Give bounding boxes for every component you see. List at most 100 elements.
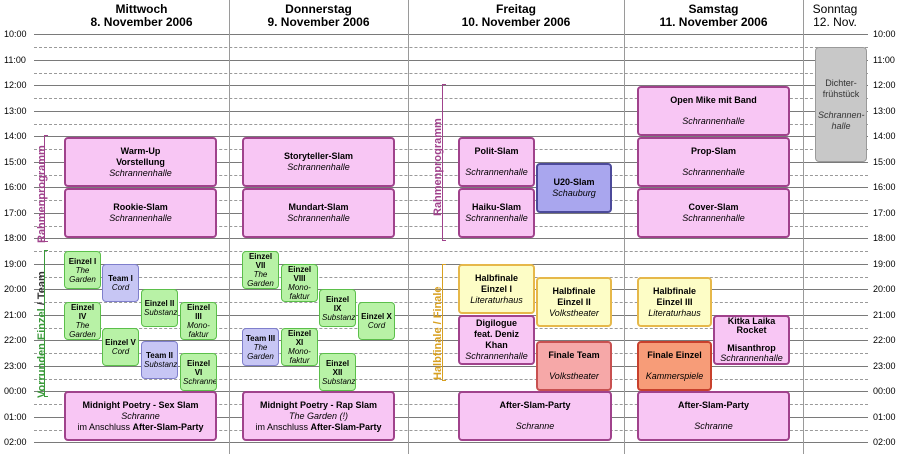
- hour-label-left: 19:00: [4, 259, 27, 269]
- hour-label-right: 10:00: [873, 29, 896, 39]
- event-mundart[interactable]: Mundart-Slam Schrannenhalle: [242, 188, 395, 238]
- event-einzel-3[interactable]: Einzel III Mono- faktur: [180, 302, 217, 340]
- event-team-3[interactable]: Team III The Garden: [242, 328, 279, 366]
- half-hour-line: [34, 73, 868, 74]
- event-title: Haiku-Slam: [471, 202, 522, 212]
- event-title: Prop-Slam: [690, 146, 736, 156]
- half-hour-line: [34, 328, 868, 329]
- event-title: Einzel IV: [70, 303, 95, 321]
- hour-label-right: 01:00: [873, 412, 896, 422]
- half-hour-line: [34, 404, 868, 405]
- event-kitka-laika[interactable]: Kitka Laika Rocket Misanthrop Schrannenh…: [713, 315, 790, 365]
- event-venue: The Garden: [247, 342, 274, 361]
- weekday: Freitag: [495, 2, 536, 16]
- event-extra: im Anschluss After-Slam-Party: [68, 422, 213, 433]
- event-venue: Kammerspiele: [645, 371, 704, 381]
- hour-line: [34, 417, 868, 418]
- event-title: Storyteller-Slam: [283, 151, 354, 161]
- date: 8. November 2006: [90, 15, 193, 29]
- hour-label-left: 11:00: [4, 55, 26, 65]
- event-title: Halbfinale Einzel III: [652, 285, 696, 307]
- event-title: Einzel XI: [287, 329, 312, 347]
- event-prop-slam[interactable]: Prop-Slam Schrannenhalle: [637, 137, 790, 187]
- event-einzel-6[interactable]: Einzel VI Schranne: [180, 353, 217, 391]
- hour-label-right: 16:00: [873, 182, 896, 192]
- event-einzel-10[interactable]: Einzel X Cord: [358, 302, 395, 340]
- event-haiku-slam[interactable]: Haiku-Slam Schrannenhalle: [458, 188, 535, 238]
- hour-line: [34, 85, 868, 86]
- event-venue: Schrannenhalle: [287, 213, 350, 223]
- event-storyteller[interactable]: Storyteller-Slam Schrannenhalle: [242, 137, 395, 187]
- hour-line: [34, 111, 868, 112]
- event-digilogue[interactable]: Digilogue feat. Deniz Khan Schrannenhall…: [458, 315, 535, 365]
- event-einzel-5[interactable]: Einzel V Cord: [102, 328, 139, 366]
- hour-label-left: 01:00: [4, 412, 27, 422]
- event-einzel-4[interactable]: Einzel IV The Garden: [64, 302, 101, 340]
- hour-line: [34, 34, 868, 35]
- event-rookie[interactable]: Rookie-Slam Schrannenhalle: [64, 188, 217, 238]
- event-venue: Mono- faktur: [187, 321, 210, 339]
- hour-line: [34, 213, 868, 214]
- event-title: Midnight Poetry - Rap Slam: [259, 399, 377, 410]
- hour-label-right: 02:00: [873, 437, 896, 447]
- hour-line: [34, 366, 868, 367]
- event-team-1[interactable]: Team I Cord: [102, 264, 139, 302]
- event-warmup[interactable]: Warm-Up Vorstellung Schrannenhalle: [64, 137, 217, 187]
- hour-label-right: 18:00: [873, 233, 896, 243]
- section-bracket: [442, 84, 446, 241]
- event-venue: Schrannenhalle: [109, 167, 172, 178]
- weekday: Mittwoch: [115, 2, 168, 16]
- event-halbfinale-3[interactable]: Halbfinale Einzel III Literaturhaus: [637, 277, 712, 327]
- event-title: Digilogue feat. Deniz Khan: [473, 318, 519, 350]
- event-title: Einzel XII: [325, 358, 350, 377]
- event-open-mike[interactable]: Open Mike mit Band Schrannenhalle: [637, 86, 790, 136]
- hour-label-right: 11:00: [873, 55, 895, 65]
- event-einzel-7[interactable]: Einzel VII The Garden: [242, 251, 279, 289]
- event-title: Einzel VI: [186, 358, 211, 377]
- event-polit-slam[interactable]: Polit-Slam Schrannenhalle: [458, 137, 535, 187]
- event-einzel-1[interactable]: Einzel I The Garden: [64, 251, 101, 289]
- event-venue: Literaturhaus: [648, 307, 701, 318]
- event-venue: Cord: [111, 347, 130, 356]
- event-finale-team[interactable]: Finale Team Volkstheater: [536, 341, 612, 391]
- hour-line: [34, 315, 868, 316]
- event-einzel-2[interactable]: Einzel II Substanz: [141, 289, 178, 327]
- event-einzel-12[interactable]: Einzel XII Substanz: [319, 353, 356, 391]
- event-after-slam-party-fr[interactable]: After-Slam-Party Schranne: [458, 391, 612, 441]
- section-bracket: [44, 135, 48, 242]
- event-dichterfruehstueck[interactable]: Dichter- frühstück Schrannen- halle: [815, 47, 867, 162]
- event-after-slam-party-sa[interactable]: After-Slam-Party Schranne: [637, 391, 790, 441]
- hour-label-left: 13:00: [4, 106, 27, 116]
- hour-label-left: 10:00: [4, 29, 27, 39]
- half-hour-line: [34, 379, 868, 380]
- event-team-2[interactable]: Team II Substanz: [141, 341, 178, 379]
- hour-label-left: 22:00: [4, 335, 27, 345]
- hour-label-left: 23:00: [4, 361, 27, 371]
- hour-line: [34, 340, 868, 341]
- hour-label-left: 21:00: [4, 310, 27, 320]
- hour-line: [34, 238, 868, 239]
- event-einzel-11[interactable]: Einzel XI Mono- faktur: [281, 328, 318, 366]
- event-title: U20-Slam: [553, 177, 595, 187]
- event-title: Halbfinale Einzel I: [474, 272, 518, 294]
- hour-line: [34, 187, 868, 188]
- half-hour-line: [34, 47, 868, 48]
- event-halbfinale-1[interactable]: Halbfinale Einzel I Literaturhaus: [458, 264, 535, 314]
- event-cover-slam[interactable]: Cover-Slam Schrannenhalle: [637, 188, 790, 238]
- event-title: Halbfinale Einzel II: [552, 285, 596, 307]
- event-finale-einzel[interactable]: Finale Einzel Kammerspiele: [637, 341, 712, 391]
- event-einzel-9[interactable]: Einzel IX Substanz: [319, 289, 356, 327]
- extra-prefix: im Anschluss: [255, 421, 311, 432]
- event-midnight-sex-slam[interactable]: Midnight Poetry - Sex Slam Schranne im A…: [64, 391, 217, 441]
- event-title: Cover-Slam: [688, 202, 739, 212]
- event-title: Rookie-Slam: [113, 202, 168, 212]
- event-venue: Literaturhaus: [470, 294, 523, 305]
- day-header-friday: Freitag 10. November 2006: [409, 3, 623, 29]
- event-venue: Schrannenhalle: [465, 213, 528, 223]
- weekday: Sonntag: [812, 2, 858, 16]
- event-einzel-8[interactable]: Einzel VIII Mono- faktur: [281, 264, 318, 302]
- event-midnight-rap-slam[interactable]: Midnight Poetry - Rap Slam The Garden (!…: [242, 391, 395, 441]
- event-halbfinale-2[interactable]: Halbfinale Einzel II Volkstheater: [536, 277, 612, 327]
- hour-label-right: 21:00: [873, 310, 896, 320]
- event-u20-slam[interactable]: U20-Slam Schauburg: [536, 163, 612, 213]
